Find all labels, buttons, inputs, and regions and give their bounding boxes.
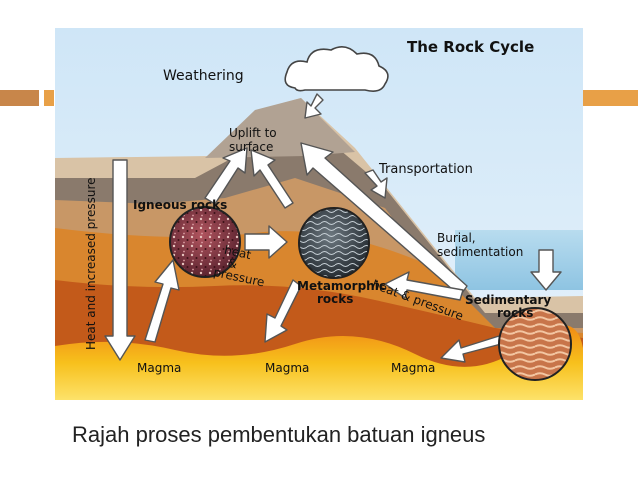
label-sedimentary-line2: rocks [497,306,533,320]
label-magma-3: Magma [391,361,435,375]
label-uplift-line1: Uplift to [229,126,277,140]
label-magma-2: Magma [265,361,309,375]
label-uplift-line2: surface [229,140,273,154]
metamorphic-rock-sample [298,207,370,279]
arrow-igneous-uplift [204,147,248,205]
arrow-sedimentary-magma [440,335,502,363]
label-heat-pressure-1-line2: & [226,256,238,272]
arrow-transportation [364,169,388,199]
magma-layer [55,324,583,400]
rock-cycle-diagram: The Rock Cycle Weathering Uplift to surf… [55,28,583,400]
sedimentary-rock-sample [498,307,572,381]
cloud-icon [284,46,389,92]
label-sedimentary-line1: Sedimentary [465,293,551,307]
label-heat-pressure-1-line1: heat [223,243,253,262]
accent-bar-left [0,90,39,106]
label-metamorphic-line2: rocks [317,292,353,306]
label-heat-increased-pressure: Heat and increased pressure [84,177,98,350]
label-metamorphic-line1: Metamorphic [297,279,386,293]
diagram-title: The Rock Cycle [407,38,534,56]
label-burial-line2: sedimentation [437,245,523,259]
figure-caption: Rajah proses pembentukan batuan igneus [72,422,486,447]
process-arrows [104,93,562,363]
arrow-magma-igneous [144,259,180,343]
igneous-rock-sample [169,206,241,278]
label-weathering: Weathering [163,68,244,84]
sea [455,230,583,290]
arrow-weathering [304,93,324,119]
label-igneous-rocks: Igneous rocks [133,198,227,212]
arrow-sedimentary-metamorphic [384,271,464,301]
arrow-burial [530,249,562,291]
label-magma-1: Magma [137,361,181,375]
arrow-heat-increased-pressure [104,159,136,361]
accent-bar-right [583,90,638,106]
accent-square-left [44,90,54,106]
label-transportation: Transportation [378,162,473,177]
arrow-metamorphic-magma [264,279,302,343]
arrow-sedimentary-uplift [300,142,468,297]
label-burial-line1: Burial, [437,231,476,245]
arrow-igneous-metamorphic [244,225,288,259]
mountain-peak [205,98,355,158]
arrow-metamorphic-uplift [250,149,294,209]
